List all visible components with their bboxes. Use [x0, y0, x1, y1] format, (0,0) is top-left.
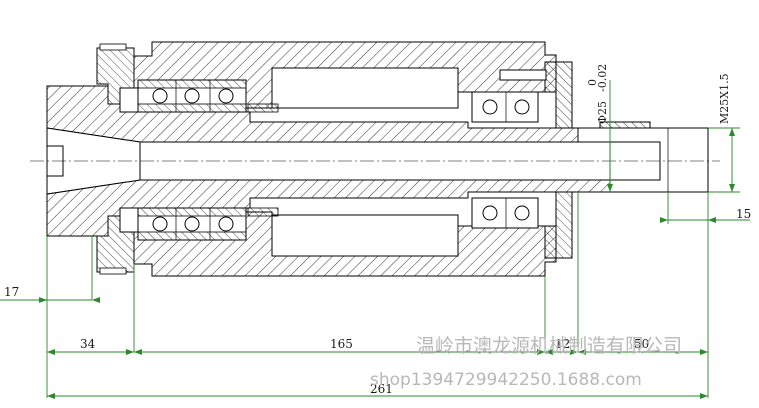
spindle-shaft — [46, 85, 709, 237]
bearing-ball — [152, 88, 168, 104]
dim-34-label: 34 — [80, 337, 96, 351]
bearing-ball — [482, 205, 498, 221]
rear-bearing-upper — [471, 91, 539, 123]
dim-12-label: 12 — [555, 337, 570, 351]
dim-dia-label: Φ25 — [596, 101, 609, 124]
rear-screw — [499, 69, 547, 81]
dim-165-label: 165 — [330, 337, 353, 351]
bearing-ball — [514, 99, 530, 115]
dimension-lines — [0, 80, 750, 399]
dim-50-label: 50 — [634, 337, 649, 351]
dim-tol-lower: -0.02 — [596, 64, 609, 92]
bearing-ball — [184, 216, 200, 232]
bearing-ball — [482, 99, 498, 115]
dim-thread-label: M25X1.5 — [718, 73, 731, 124]
bearing-ball — [152, 216, 168, 232]
rear-nut-lower — [544, 191, 573, 259]
bearing-ball — [514, 205, 530, 221]
watermark-company: 温岭市澳龙源机械制造有限公司 — [416, 335, 682, 357]
housing-bore-upper — [271, 67, 459, 109]
front-bearing-upper — [137, 79, 247, 113]
rear-nut-upper — [544, 61, 573, 129]
rear-bearing-lower — [471, 197, 539, 229]
dim-261-label: 261 — [370, 382, 393, 396]
watermark-shop: shop1394729942250.1688.com — [370, 370, 642, 390]
bearing-ball — [184, 88, 200, 104]
dim-tol-upper: 0 — [586, 79, 599, 86]
front-cap-notch-bottom — [99, 267, 127, 275]
front-cap-notch-top — [99, 43, 127, 51]
spacer-upper — [247, 103, 279, 113]
bearing-ball — [218, 216, 234, 232]
bearing-ball — [218, 88, 234, 104]
front-bearings — [137, 79, 279, 241]
housing-bore-lower — [271, 214, 459, 257]
dim-17-label: 17 — [4, 285, 19, 299]
rear-nut — [499, 61, 573, 259]
dim-15-label: 15 — [736, 207, 751, 221]
front-bearing-lower — [137, 207, 247, 241]
shaft-keyway — [599, 121, 651, 129]
spacer-lower — [247, 207, 279, 217]
rear-bearings — [471, 91, 539, 229]
